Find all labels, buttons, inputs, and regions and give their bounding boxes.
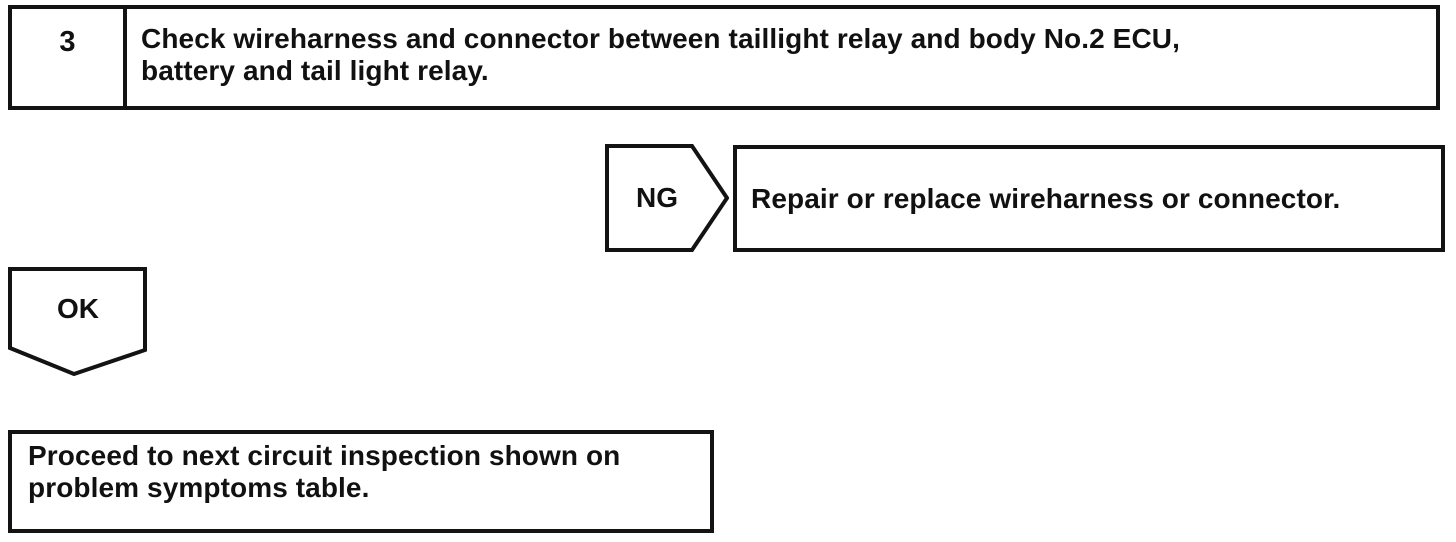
step-number-cell: 3 <box>12 9 127 106</box>
next-step-box: Proceed to next circuit inspection shown… <box>8 430 714 533</box>
step-box: 3 Check wireharness and connector betwee… <box>8 5 1440 110</box>
ng-label: NG <box>636 182 678 213</box>
repair-action-text: Repair or replace wireharness or connect… <box>751 182 1341 214</box>
step-instruction-cell: Check wireharness and connector between … <box>127 9 1436 106</box>
repair-action-box: Repair or replace wireharness or connect… <box>733 145 1445 252</box>
step-number: 3 <box>59 26 76 58</box>
ng-connector-shape: NG <box>605 144 729 252</box>
ok-connector-shape: OK <box>8 267 148 379</box>
next-step-text: Proceed to next circuit inspection shown… <box>28 440 621 503</box>
ok-label: OK <box>57 293 99 324</box>
ng-pentagon-icon <box>605 144 729 252</box>
ok-pentagon-icon <box>8 267 147 377</box>
step-instruction: Check wireharness and connector between … <box>141 23 1180 86</box>
